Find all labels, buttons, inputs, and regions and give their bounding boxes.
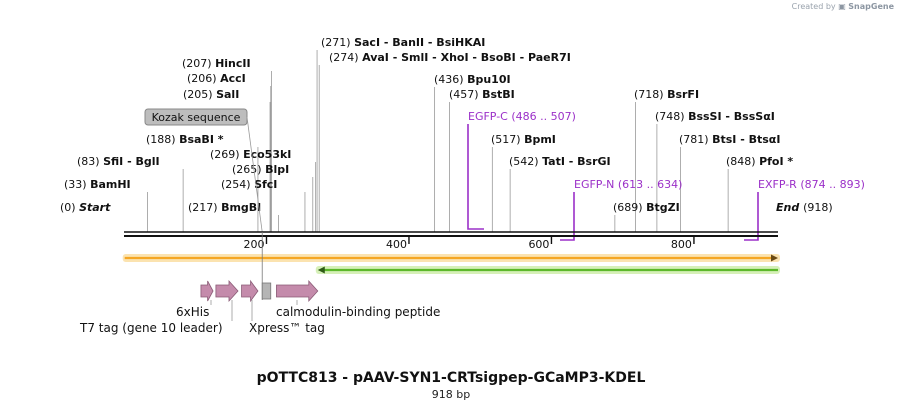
- credit-prefix: Created by: [791, 2, 836, 11]
- site-label-avai-smli-xhoi-bsobi-paer7i: (274) AvaI - SmlI - XhoI - BsoBI - PaeR7…: [329, 51, 571, 64]
- site-label-bsssi-bsss-i: (748) BssSI - BssSαI: [655, 110, 775, 123]
- credit-brand: SnapGene: [848, 2, 894, 11]
- ruler-label-400: 400: [386, 238, 407, 251]
- site-label-acci: (206) AccI: [187, 72, 246, 85]
- site-label-btsi-bts-i: (781) BtsI - BtsαI: [679, 133, 780, 146]
- track-arrow-green-reverse: [317, 266, 325, 274]
- site-label-sali: (205) SalI: [183, 88, 239, 101]
- site-label-sfii-bgli: (83) SfiI - BglI: [77, 155, 160, 168]
- feature-xpress-tag: [241, 279, 259, 303]
- feature-feature-box-3: [261, 282, 272, 300]
- site-label-bamhi: (33) BamHI: [64, 178, 131, 191]
- sequence-length: 918 bp: [431, 388, 471, 401]
- site-label-sfci: (254) SfcI: [221, 178, 277, 191]
- primer-label-exfp-r: EXFP-R (874 .. 893): [758, 178, 865, 191]
- site-label-eco53ki: (269) Eco53kI: [210, 148, 291, 161]
- feature-label-6xhis: 6xHis: [176, 305, 209, 319]
- primer-label-egfp-n: EGFP-N (613 .. 634): [574, 178, 682, 191]
- ruler-label-600: 600: [528, 238, 549, 251]
- site-label-bsrfi: (718) BsrFI: [634, 88, 699, 101]
- kozak-line: [246, 116, 263, 233]
- site-label-btgzi: (689) BtgZI: [613, 201, 680, 214]
- feature-6xhis: [200, 280, 214, 302]
- site-label-bmgbi: (217) BmgBI: [188, 201, 261, 214]
- track-arrow-orange-forward: [771, 254, 778, 262]
- site-label-tati-bsrgi: (542) TatI - BsrGI: [509, 155, 611, 168]
- kozak-sequence-badge: Kozak sequence: [144, 108, 248, 126]
- primer-mark-egfp-n: [560, 192, 575, 241]
- primer-mark-exfp-r: [744, 192, 759, 241]
- primer-mark-egfp-c: [467, 124, 484, 230]
- feature-label-t7-tag-gene-10-leader: T7 tag (gene 10 leader): [79, 321, 223, 335]
- feature-label-calmodulin-binding-peptide: calmodulin-binding peptide: [276, 305, 440, 319]
- site-label-hincii: (207) HincII: [182, 57, 251, 70]
- map-title: pOTTC813 - pAAV-SYN1-CRTsigpep-GCaMP3-KD…: [256, 370, 646, 386]
- feature-label-xpress-tag: Xpress™ tag: [249, 321, 325, 335]
- site-label-start: (0) Start: [60, 201, 111, 214]
- site-label-bstbi: (457) BstBI: [449, 88, 515, 101]
- snapgene-credit: Created by ▣ SnapGene: [792, 2, 894, 11]
- site-label-bsabi: (188) BsaBI *: [146, 133, 224, 146]
- primer-label-egfp-c: EGFP-C (486 .. 507): [468, 110, 576, 123]
- ruler-label-800: 800: [671, 238, 692, 251]
- site-label-saci-banii-bsihkai: (271) SacI - BanII - BsiHKAI: [321, 36, 485, 49]
- site-label-blpi: (265) BlpI: [232, 163, 289, 176]
- ruler-label-200: 200: [243, 238, 264, 251]
- site-label-bpu10i: (436) Bpu10I: [434, 73, 511, 86]
- site-label-end: End (918): [776, 201, 833, 214]
- kozak-badge-label: Kozak sequence: [152, 111, 241, 124]
- snapgene-logo-icon: ▣: [838, 2, 846, 11]
- site-label-pfoi: (848) PfoI *: [726, 155, 793, 168]
- feature-t7-tag-gene-10-leader: [215, 279, 239, 303]
- site-label-bpmi: (517) BpmI: [491, 133, 556, 146]
- feature-calmodulin-binding-peptide: [276, 279, 319, 303]
